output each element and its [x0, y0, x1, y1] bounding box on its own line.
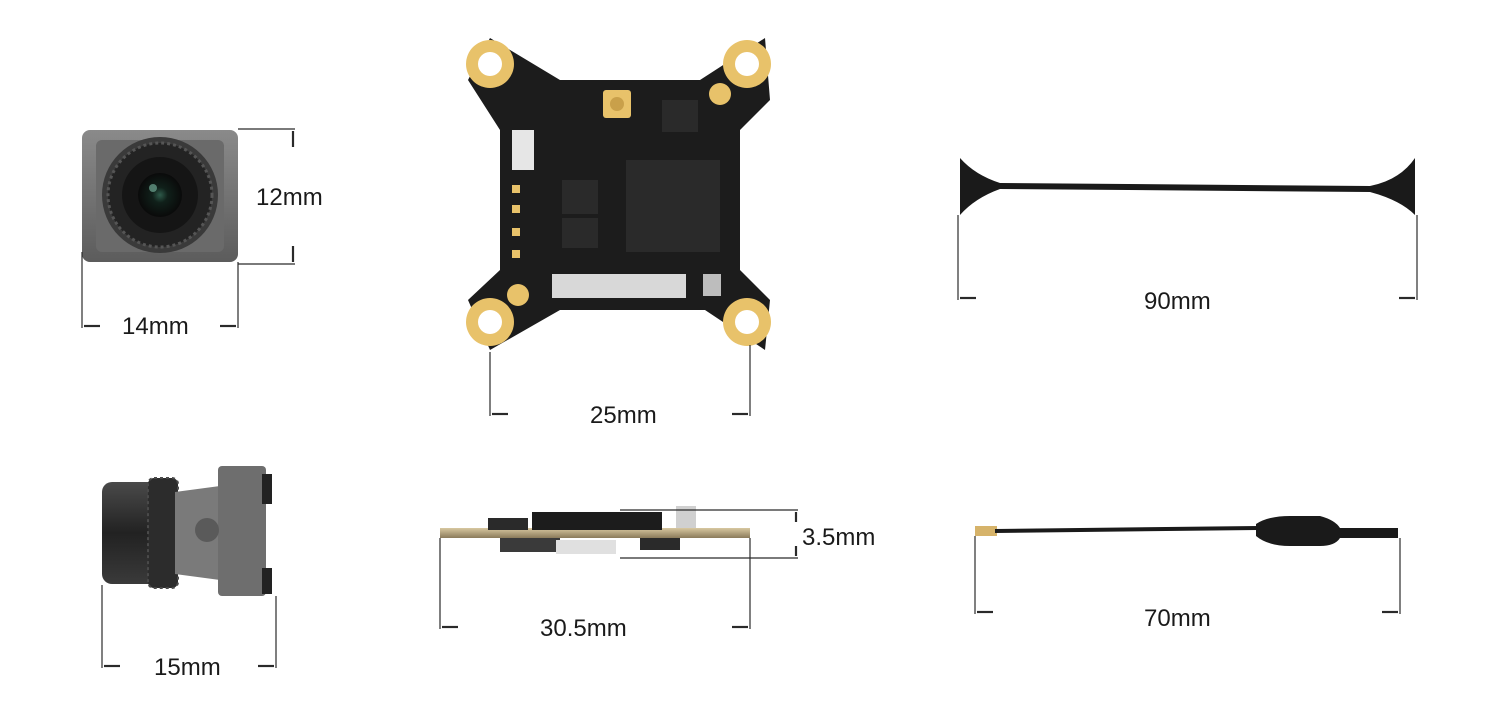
board-thickness-label: 3.5mm [802, 524, 875, 551]
camera-front-view [82, 130, 238, 262]
antenna-stubby-view [960, 158, 1415, 215]
pigtail-length-label: 70mm [1144, 605, 1211, 632]
antenna-length-label: 90mm [1144, 288, 1211, 315]
camera-length-label: 15mm [154, 654, 221, 681]
pigtail-length-dimension: 70mm [974, 536, 1401, 632]
board-width-dimension: 25mm [489, 345, 751, 429]
camera-height-dimension: 12mm [238, 128, 323, 265]
board-width-label: 25mm [590, 402, 657, 429]
camera-height-label: 12mm [256, 184, 323, 211]
camera-side-view [102, 466, 272, 596]
camera-width-label: 14mm [122, 313, 189, 340]
antenna-pigtail-view [975, 516, 1398, 546]
vtx-board-side-view [440, 506, 750, 554]
camera-width-dimension: 14mm [81, 252, 239, 340]
vtx-board-top-view [466, 38, 771, 350]
camera-length-dimension: 15mm [101, 585, 277, 681]
board-mount-label: 30.5mm [540, 615, 627, 642]
board-thickness-dimension: 3.5mm [620, 509, 875, 559]
board-mount-dimension: 30.5mm [439, 538, 751, 642]
antenna-length-dimension: 90mm [957, 215, 1418, 315]
